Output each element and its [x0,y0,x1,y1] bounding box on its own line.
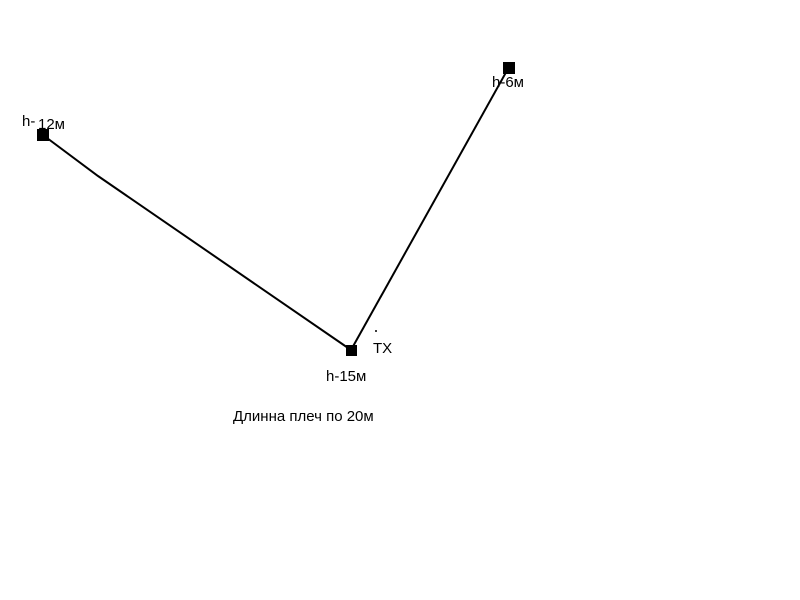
left-arm-line [42,134,352,351]
right-end-marker [503,62,515,74]
right-arm-line [350,66,510,351]
center-feed-marker [346,345,357,356]
arm-length-note: Длинна плеч по 20м [233,408,374,425]
right-height-label: h-6м [492,74,524,91]
tx-label: TX [373,340,393,357]
center-height-label: h-15м [326,368,367,385]
left-end-marker [37,129,49,141]
left-height-label-prefix: h- [22,113,36,130]
tx-dot [375,330,377,332]
left-height-label-value: 12м [38,116,65,133]
